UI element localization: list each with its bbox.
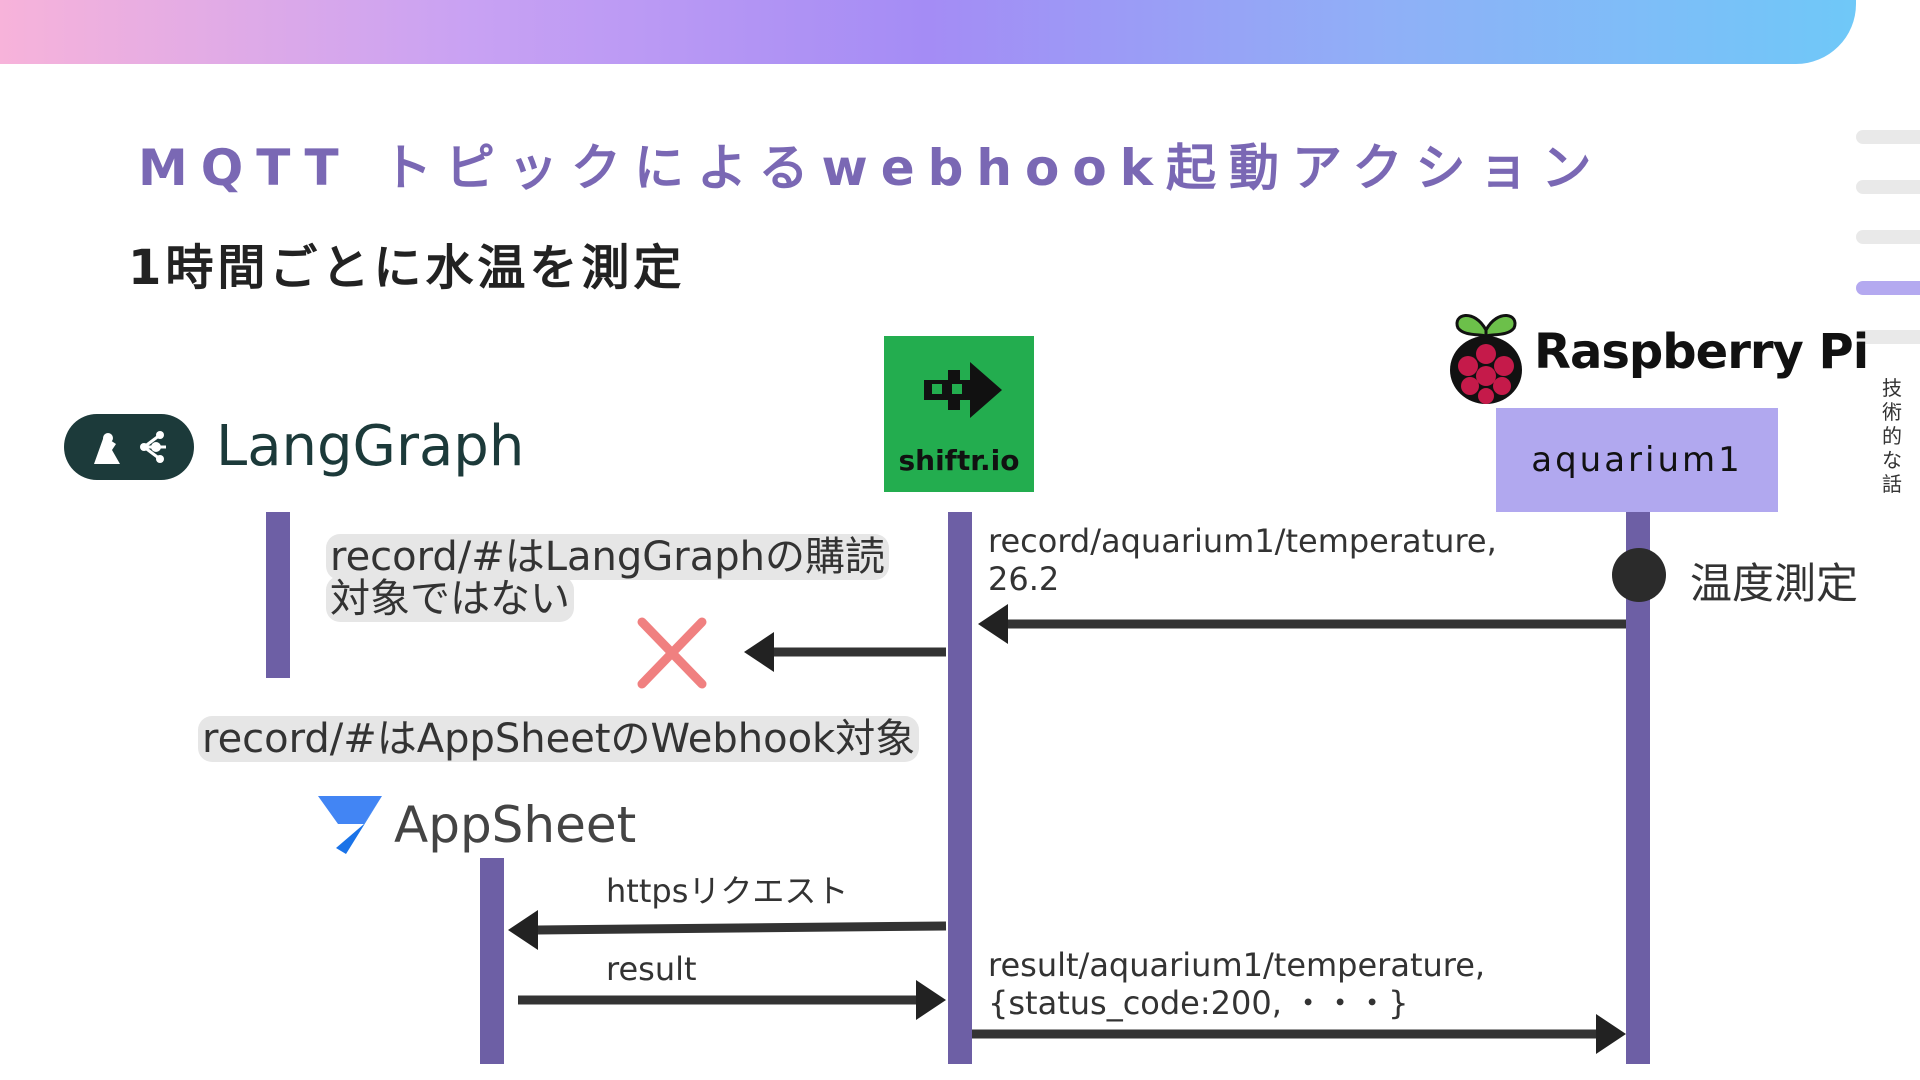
https-request-label: httpsリクエスト bbox=[606, 872, 849, 910]
not-subscribed-note-line1: record/#はLangGraphの購読 bbox=[326, 534, 889, 580]
header-gradient-bar bbox=[0, 0, 1856, 64]
not-subscribed-note-line2: 対象ではない bbox=[326, 576, 574, 622]
langgraph-logo-icon bbox=[64, 414, 194, 480]
shiftr-arrow-icon bbox=[924, 362, 1002, 418]
nav-indicator-5[interactable] bbox=[1856, 330, 1920, 344]
publish-arrow bbox=[978, 604, 1626, 644]
result-arrow bbox=[518, 980, 946, 1020]
raspberry-pi-lifeline bbox=[1626, 512, 1650, 1064]
result-topic-label: result/aquarium1/temperature, bbox=[988, 946, 1486, 984]
appsheet-logo-text: AppSheet bbox=[394, 796, 637, 854]
publish-value-label: 26.2 bbox=[988, 560, 1060, 598]
webhook-target-note: record/#はAppSheetのWebhook対象 bbox=[198, 716, 920, 762]
measure-event-label: 温度測定 bbox=[1690, 559, 1859, 608]
shiftr-logo: shiftr.io bbox=[884, 336, 1034, 492]
section-label: 技術的な話 bbox=[1882, 376, 1902, 496]
https-request-arrow bbox=[508, 910, 947, 950]
nav-indicator-2[interactable] bbox=[1856, 180, 1920, 194]
publish-topic-label: record/aquarium1/temperature, bbox=[988, 522, 1497, 560]
result-publish-arrow bbox=[972, 1014, 1626, 1054]
result-payload-label: {status_code:200, ・・・} bbox=[988, 984, 1409, 1022]
measure-event-dot bbox=[1612, 548, 1666, 602]
nav-indicator-3[interactable] bbox=[1856, 230, 1920, 244]
appsheet-lifeline bbox=[480, 858, 504, 1064]
reject-cross-icon bbox=[637, 617, 707, 689]
result-label: result bbox=[606, 950, 697, 988]
page-title: MQTT トピックによるwebhook起動アクション bbox=[138, 139, 1605, 197]
raspberry-pi-logo-text: Raspberry Pi bbox=[1534, 324, 1869, 380]
raspberry-pi-icon bbox=[1450, 314, 1522, 404]
page-subtitle: 1時間ごとに水温を測定 bbox=[128, 240, 686, 296]
langgraph-logo-text: LangGraph bbox=[216, 414, 525, 479]
shiftr-logo-text: shiftr.io bbox=[898, 444, 1020, 477]
shiftr-lifeline bbox=[948, 512, 972, 1064]
langgraph-forward-arrow bbox=[744, 632, 946, 672]
device-box-aquarium1: aquarium1 bbox=[1496, 408, 1778, 512]
nav-indicator-1[interactable] bbox=[1856, 130, 1920, 144]
nav-indicator-active[interactable] bbox=[1856, 281, 1920, 295]
langgraph-lifeline bbox=[266, 512, 290, 678]
appsheet-logo-icon bbox=[318, 796, 382, 854]
